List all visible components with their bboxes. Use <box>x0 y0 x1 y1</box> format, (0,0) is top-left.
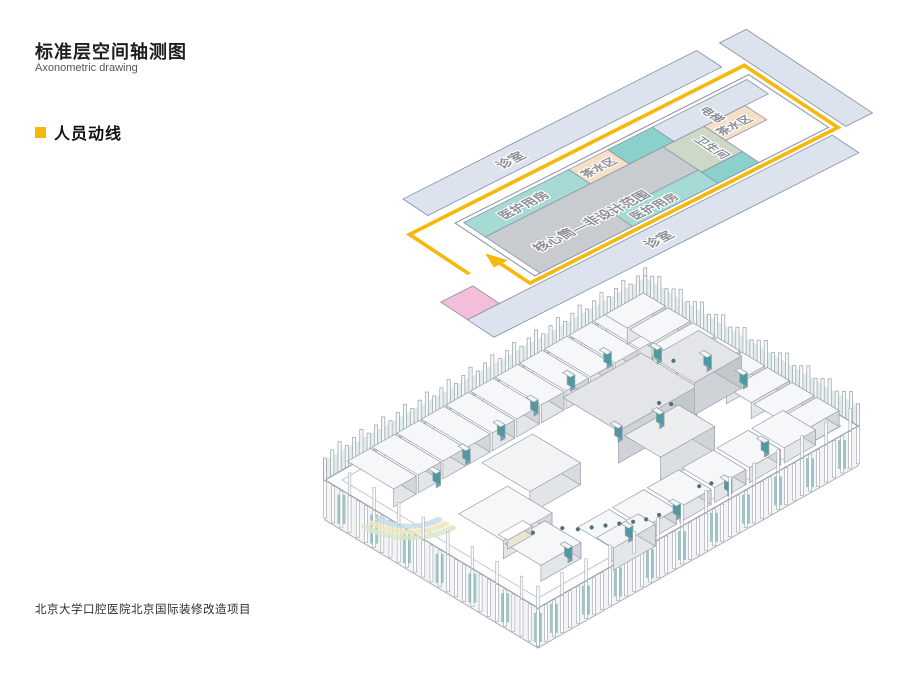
circulation-route-line <box>405 63 842 286</box>
rainbow-path <box>361 516 457 541</box>
project-name: 北京大学口腔医院北京国际装修改造项目 <box>35 604 251 616</box>
legend-color-swatch <box>35 126 46 138</box>
zone-clinic-strip-top <box>402 49 723 217</box>
page-title: 标准层空间轴测图 <box>35 42 187 62</box>
zone-corridor-strip-right <box>718 28 874 127</box>
zone-entrance-pink <box>439 285 501 321</box>
legend-label: 人员动线 <box>54 126 123 143</box>
zone-tea-area-right <box>703 105 768 141</box>
page-subtitle: Axonometric drawing <box>35 62 138 74</box>
zoning-diagram: 诊室 诊室 医护用房 茶水区 电梯 核心筒—非设计范围 医护用房 卫生间 茶水区 <box>402 28 874 338</box>
legend: 人员动线 <box>35 120 122 144</box>
floor-model <box>323 267 861 649</box>
zone-utility-right <box>700 151 760 184</box>
zone-clinic-strip-bottom <box>466 134 860 338</box>
circulation-route <box>405 63 842 286</box>
circulation-arrow-icon <box>485 253 509 268</box>
interior-rooms-layer <box>346 292 840 582</box>
foreground-fins-layer <box>323 358 852 609</box>
